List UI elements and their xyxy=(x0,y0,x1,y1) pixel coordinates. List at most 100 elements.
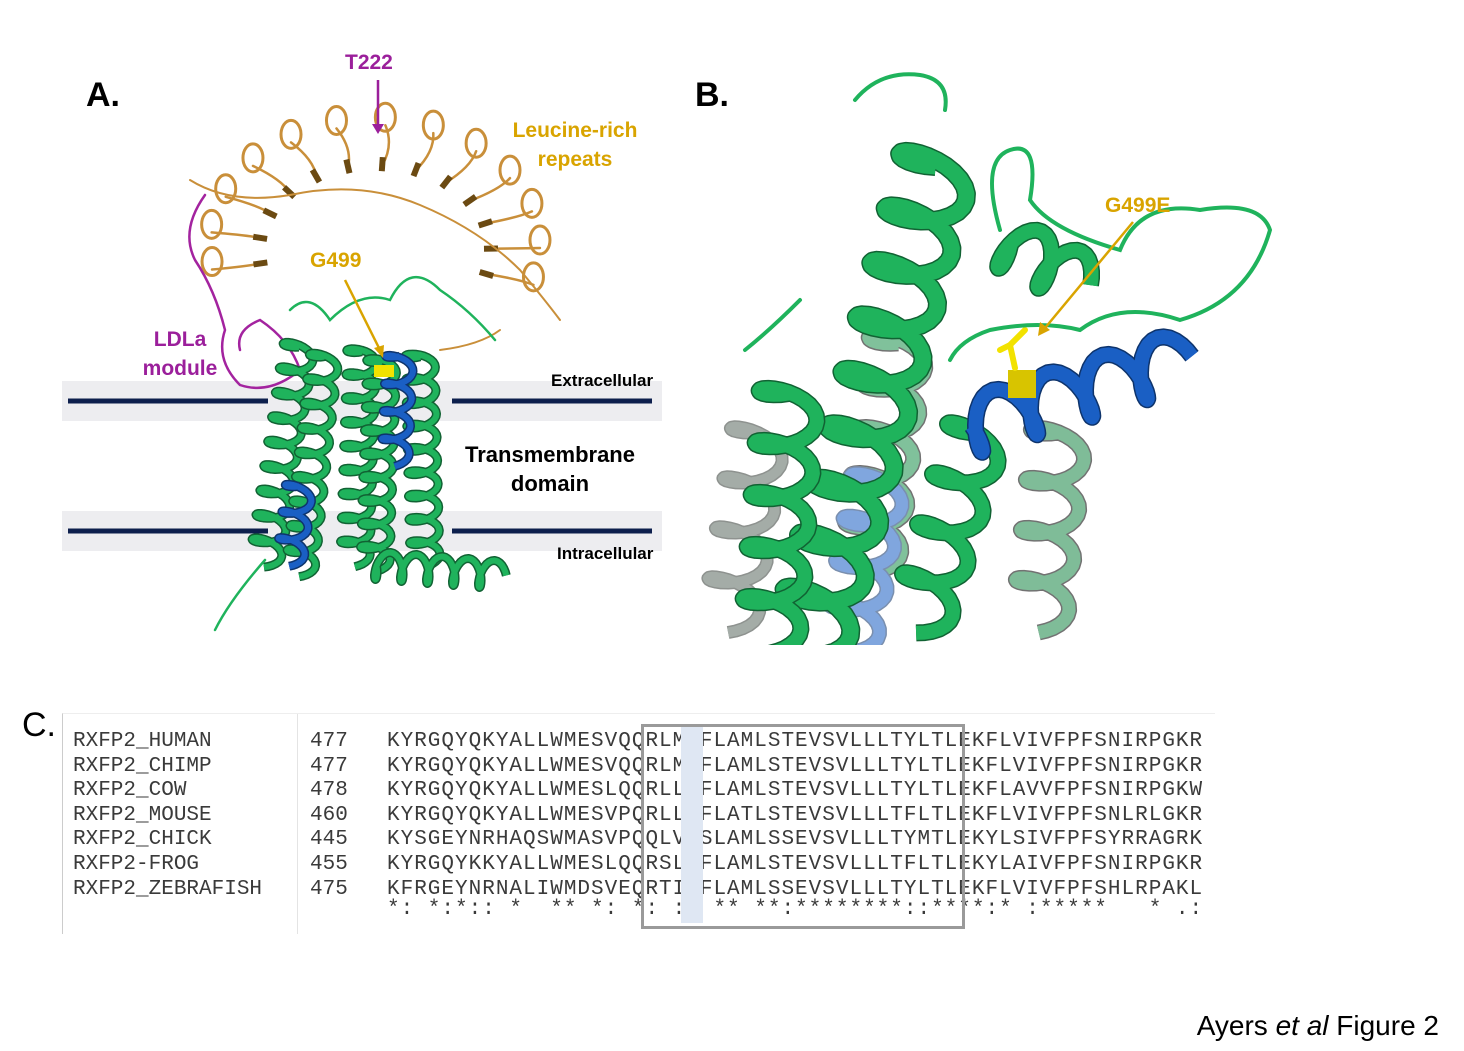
sequence-start-position: 475 xyxy=(310,877,348,901)
loop xyxy=(188,193,302,390)
ldla-module-label: LDLa module xyxy=(130,325,230,383)
alpha-helix xyxy=(895,415,1006,640)
lrr-label-line1: Leucine-rich xyxy=(512,119,638,142)
sequence-name: RXFP2_CHIMP xyxy=(73,754,212,778)
sequence-start-position: 478 xyxy=(310,779,348,803)
lrr-coil xyxy=(528,224,552,256)
ldla-label-line1: LDLa xyxy=(153,328,207,351)
ldla-module-structure xyxy=(188,193,302,390)
sequence-residues: KYRGQYQKYALLWMESVPQRLLGFLATLSTEVSVLLLTFL… xyxy=(387,803,1204,827)
alpha-helix xyxy=(990,223,1099,296)
g499-arrowhead xyxy=(374,345,384,358)
beta-strand xyxy=(309,168,323,184)
sequence-name: RXFP2_ZEBRAFISH xyxy=(73,877,263,901)
alpha-helix xyxy=(1009,421,1091,639)
t222-arrowhead xyxy=(372,124,384,134)
g499-label: G499 xyxy=(310,249,362,272)
alpha-helix xyxy=(736,381,824,645)
alpha-helix xyxy=(337,345,380,570)
alpha-helix xyxy=(402,351,443,570)
lrr-coil xyxy=(241,142,265,174)
panel-a-structure xyxy=(62,80,662,632)
sequence-residues: KYRGQYQKYALLWMESVQQRLMGFLAMLSTEVSVLLLTYL… xyxy=(387,754,1204,778)
caption-et-al: et al xyxy=(1275,1010,1329,1041)
sequence-start-position: 477 xyxy=(310,730,348,753)
beta-strand xyxy=(378,156,386,172)
e499-residue-base xyxy=(1008,370,1036,398)
sequence-name: RXFP2_CHICK xyxy=(73,828,212,852)
leucine-rich-repeats-structure xyxy=(189,101,561,351)
beta-strand xyxy=(462,194,478,208)
ldla-label-line2: module xyxy=(142,357,218,380)
panel-b-label: B. xyxy=(695,76,729,114)
sequence-name: RXFP2-FROG xyxy=(73,853,200,876)
beta-strand xyxy=(410,161,422,178)
lrr-coil xyxy=(521,261,545,293)
beta-strand xyxy=(439,174,453,190)
lrr-coil xyxy=(200,246,224,278)
lrr-coil xyxy=(498,154,522,186)
conserved-region-box xyxy=(641,724,965,929)
lrr-coil xyxy=(214,173,238,205)
conservation-line: *: *:*:: * ** *: *: :* ** **:********::*… xyxy=(387,898,1204,922)
alignment-divider xyxy=(297,714,298,934)
lrr-coil xyxy=(324,104,348,136)
panel-b-structure xyxy=(701,72,1273,645)
lrr-coil xyxy=(520,187,544,219)
lrr-coil xyxy=(464,127,488,159)
loop xyxy=(288,275,497,342)
sequence-residues: KYRGQYQKYALLWMESLQQRLLGFLAMLSTEVSVLLLTYL… xyxy=(387,779,1204,803)
lrr-coil xyxy=(373,101,397,133)
caption-figure: Figure 2 xyxy=(1328,1010,1439,1041)
sequence-start-position: 460 xyxy=(310,803,348,827)
sequence-start-position: 477 xyxy=(310,754,348,778)
loop xyxy=(743,72,1273,362)
alpha-helix xyxy=(379,352,416,470)
t222-label: T222 xyxy=(345,51,393,74)
transmembrane-domain-label: Transmembrane domain xyxy=(450,440,650,498)
beta-strand xyxy=(262,207,278,220)
g499-column-highlight xyxy=(681,726,703,923)
tm-label-line1: Transmembrane xyxy=(465,442,635,467)
transmembrane-domain-structure xyxy=(213,275,511,632)
alpha-helix xyxy=(249,339,316,571)
alpha-helix xyxy=(275,481,315,570)
sequence-residues: KYRGQYQKYALLWMESVQQRLMGFLAMLSTEVSVLLLTYL… xyxy=(387,730,1204,753)
lrr-label-line2: repeats xyxy=(537,148,613,171)
alpha-helix xyxy=(776,143,975,645)
tm-label-line2: domain xyxy=(510,471,590,496)
sequence-start-position: 455 xyxy=(310,853,348,876)
beta-strand xyxy=(252,233,268,242)
loop xyxy=(189,179,561,321)
g499e-arrow xyxy=(1044,221,1134,329)
loop xyxy=(439,329,501,351)
sequence-name: RXFP2_HUMAN xyxy=(73,730,212,753)
sequence-residues: KYSGEYNRHAQSWMASVPQQLVGSLAMLSSEVSVLLLTYM… xyxy=(387,828,1204,852)
sequence-residues: KFRGEYNRNALIWMDSVEQRTIGFLAMLSSEVSVLLLTYL… xyxy=(387,877,1204,901)
g499e-label: G499E xyxy=(1105,194,1171,217)
lrr-coil xyxy=(421,109,445,141)
caption-author: Ayers xyxy=(1196,1010,1276,1041)
beta-strand xyxy=(343,158,353,174)
loop xyxy=(213,558,267,632)
beta-strand xyxy=(478,269,494,279)
beta-strand xyxy=(282,185,297,200)
g499e-arrowhead xyxy=(1038,322,1050,336)
panel-a-label: A. xyxy=(86,76,120,114)
lrr-coil xyxy=(279,118,303,150)
loop xyxy=(997,327,1028,371)
leucine-rich-repeats-label: Leucine-rich repeats xyxy=(495,116,655,174)
lrr-coil xyxy=(200,208,224,240)
annotation-arrows xyxy=(343,80,384,358)
figure-caption: Ayers et al Figure 2 xyxy=(1197,1010,1439,1042)
panel-c-label: C. xyxy=(22,706,56,744)
sequence-name: RXFP2_COW xyxy=(73,779,187,803)
sequence-residues: KYRGQYKKYALLWMESLQQRSLGFLAMLSTEVSVLLLTFL… xyxy=(387,853,1204,876)
alpha-helix xyxy=(371,549,510,591)
intracellular-label: Intracellular xyxy=(557,544,654,563)
extracellular-label: Extracellular xyxy=(551,371,654,390)
alpha-helix xyxy=(966,329,1198,460)
sequence-name: RXFP2_MOUSE xyxy=(73,803,212,827)
sequence-start-position: 445 xyxy=(310,828,348,852)
